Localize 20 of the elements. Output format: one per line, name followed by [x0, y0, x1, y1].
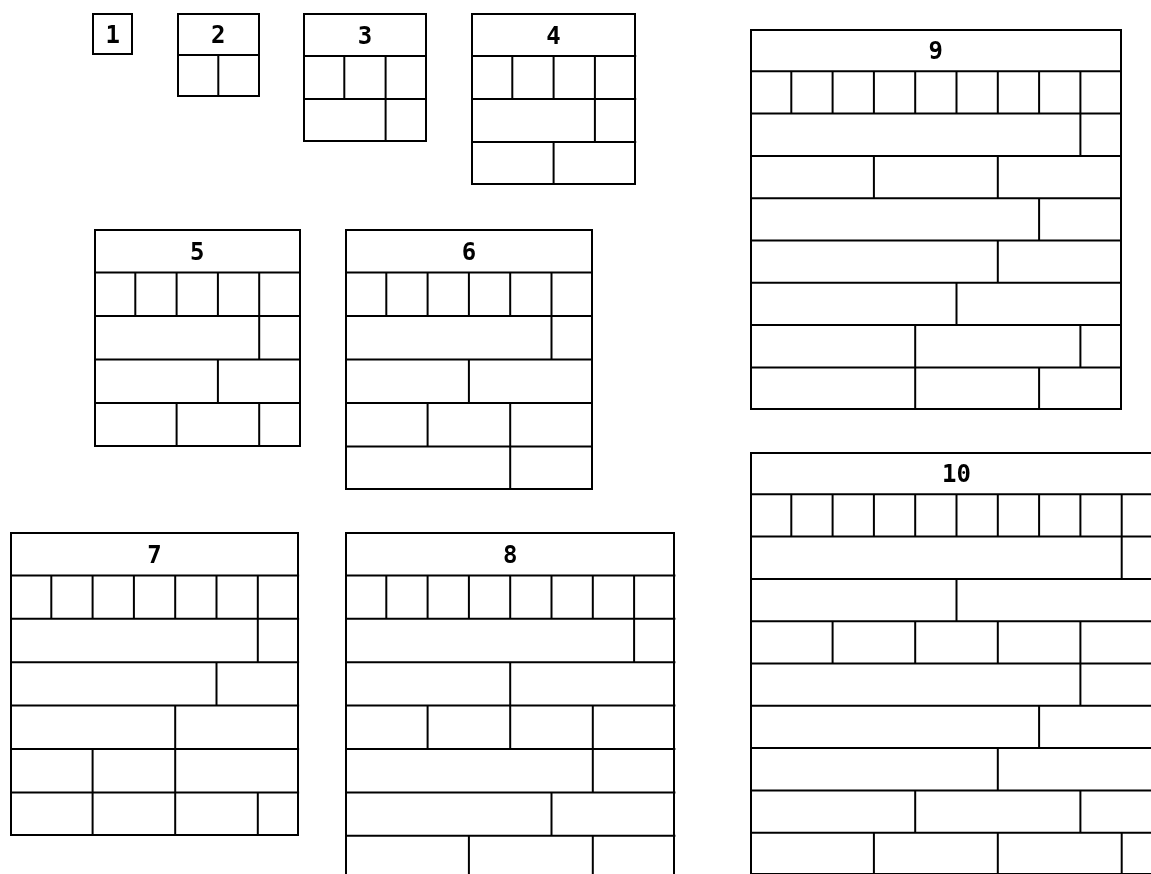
partition-grid — [345, 229, 593, 490]
partition-grid — [94, 229, 301, 447]
partition-grid — [750, 452, 1151, 874]
partition-grid — [177, 13, 260, 97]
figure-number: 8 — [501, 542, 519, 567]
partition-grid — [10, 532, 300, 836]
figure-number: 5 — [189, 239, 206, 264]
figure-number: 10 — [941, 462, 972, 487]
figure-number: 4 — [545, 23, 562, 48]
figure-number: 2 — [210, 23, 227, 47]
figure-number: 7 — [146, 542, 163, 567]
figure-number: 9 — [927, 39, 945, 64]
figure-number: 1 — [104, 23, 121, 47]
partition-grid — [92, 13, 134, 55]
partition-grid — [303, 13, 427, 142]
figure-number: 3 — [356, 23, 374, 48]
figure-number: 6 — [460, 239, 478, 264]
partition-grid — [750, 29, 1122, 410]
partition-grid — [345, 532, 676, 874]
partition-grid — [471, 13, 637, 185]
